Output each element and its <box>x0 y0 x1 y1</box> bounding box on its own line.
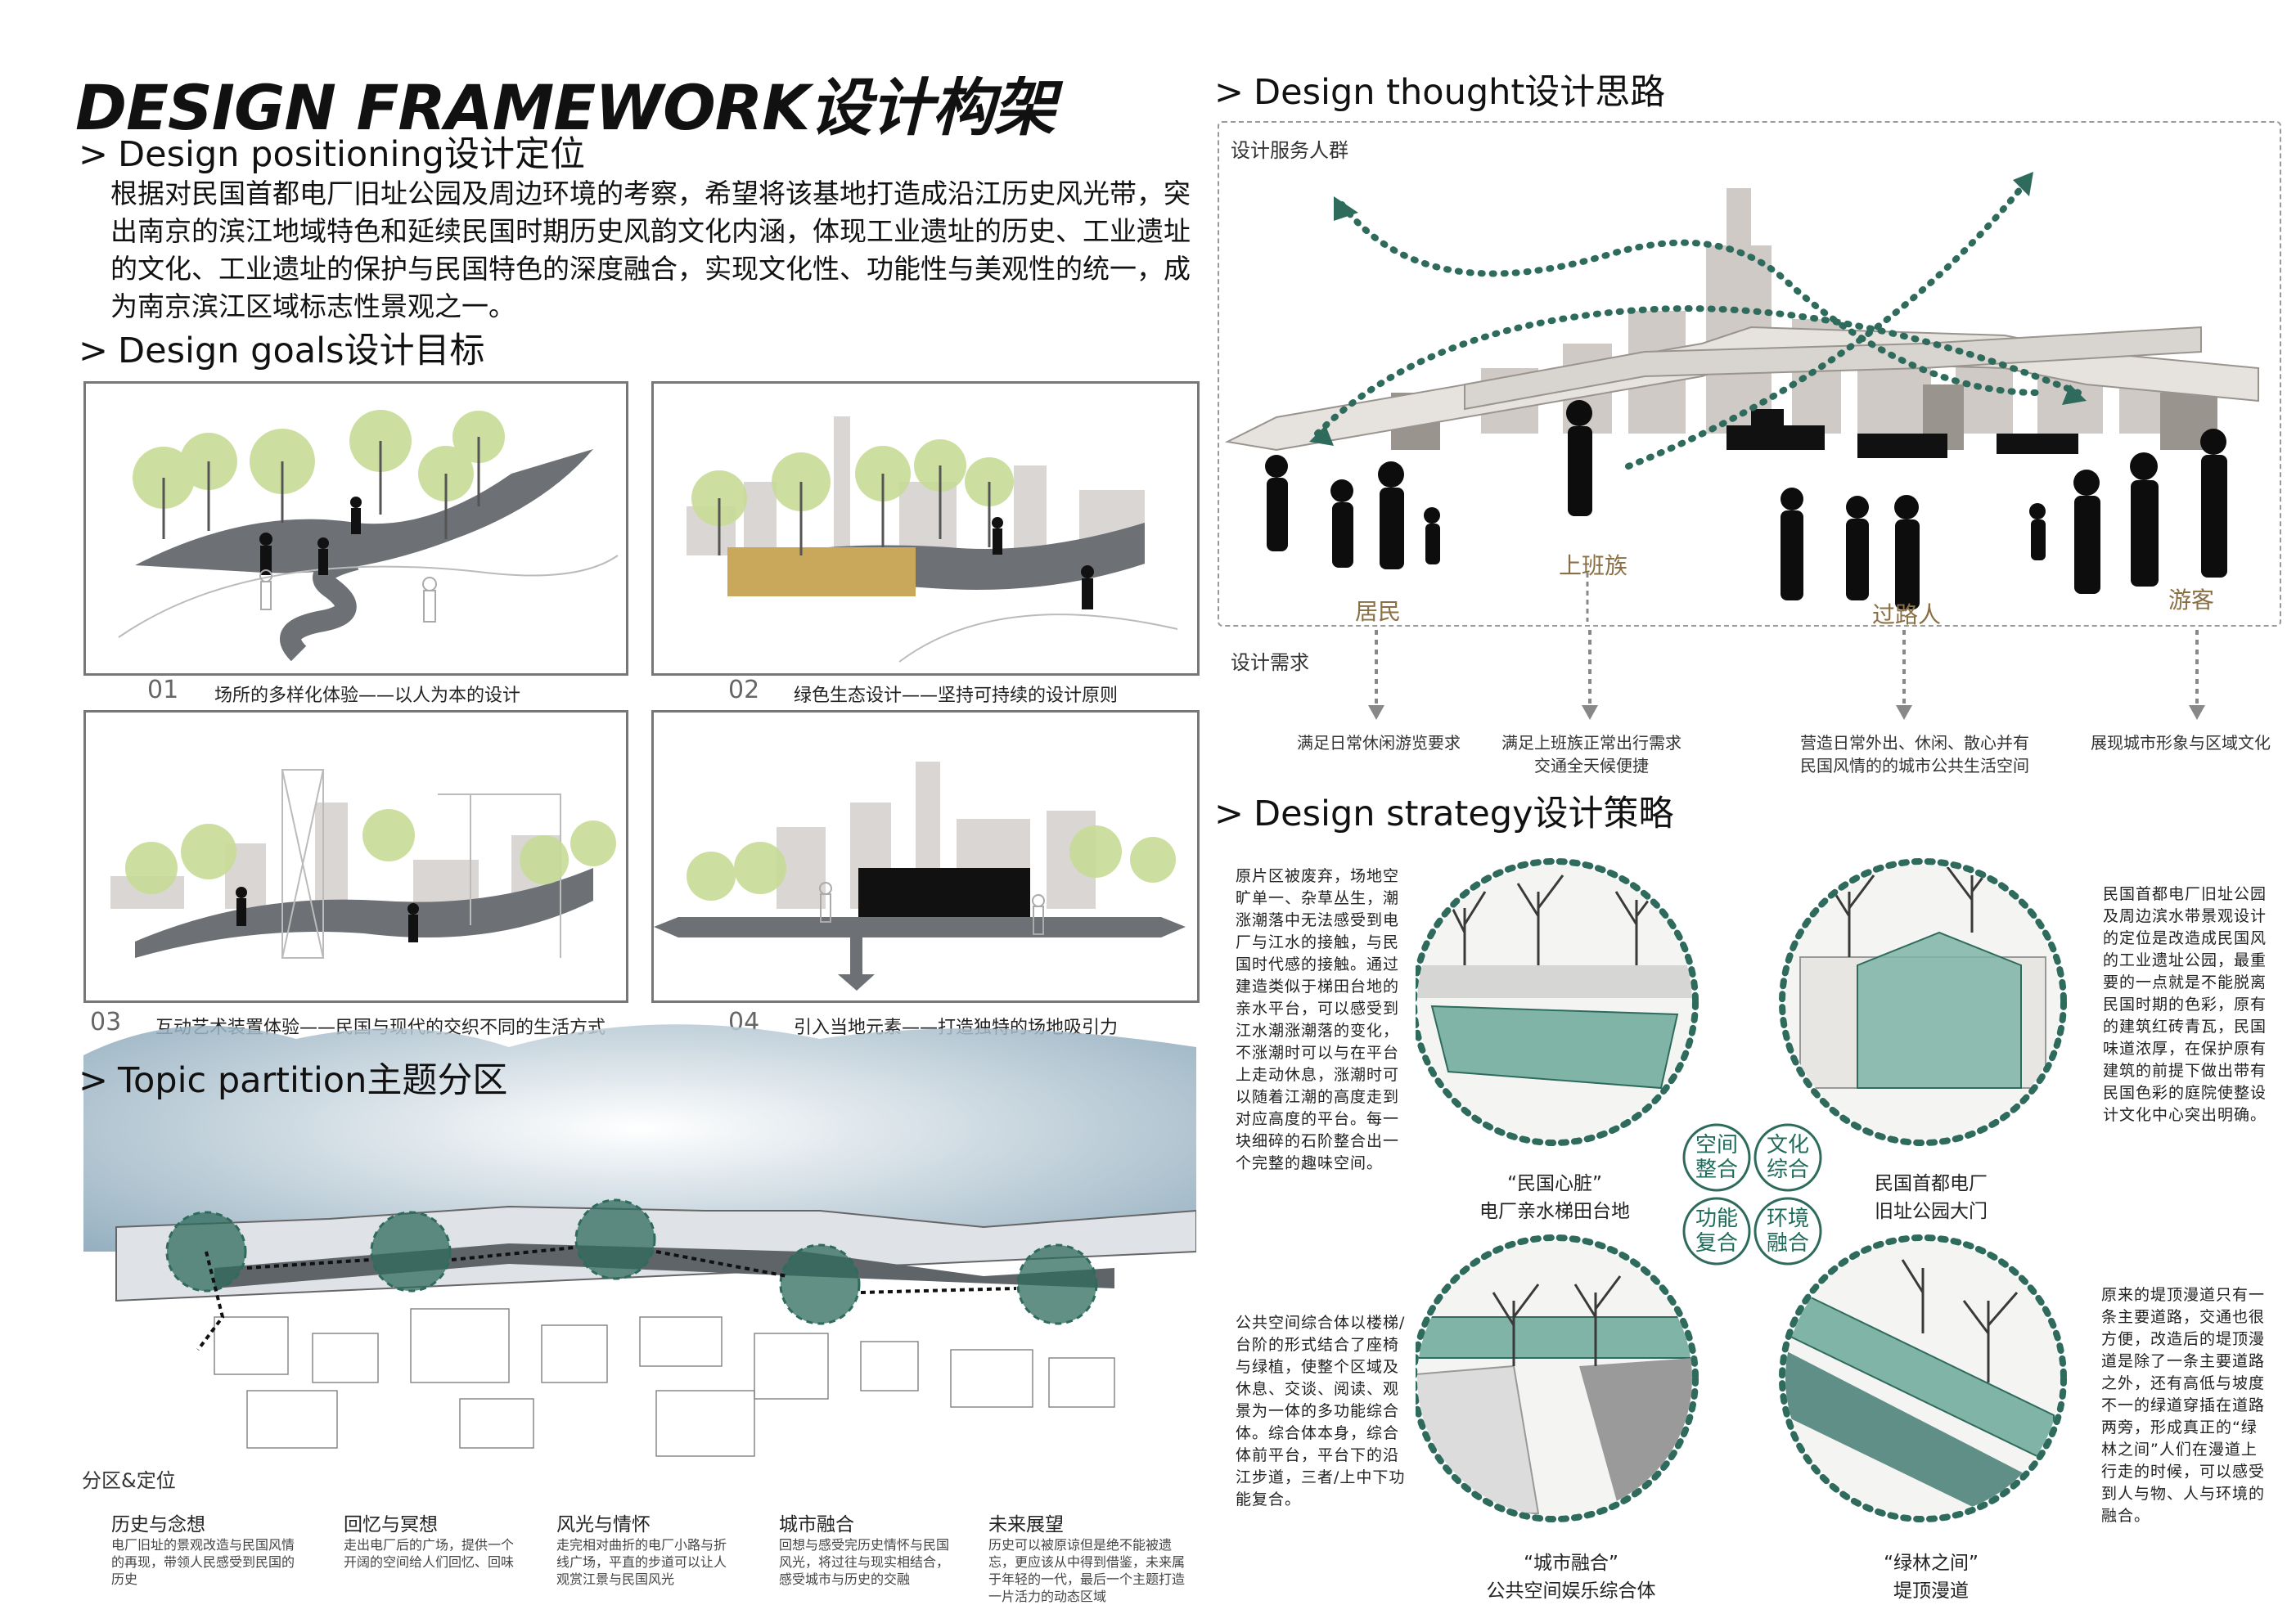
caption-public-complex: “城市融合” 公共空间娱乐综合体 <box>1486 1553 1656 1602</box>
zone-4: 城市融合 回想与感受完历史情怀与民国风光，将过往与现实相结合，感受城市与历史的交… <box>779 1508 959 1588</box>
zone-2: 回忆与冥想 走出电厂后的广场，提供一个开阔的空间给人们回忆、回味 <box>344 1508 524 1571</box>
zone-3-title: 风光与情怀 <box>556 1514 651 1535</box>
goal-4-illustration <box>654 762 1186 991</box>
tag-space-integration: 空间 整合 <box>1695 1133 1738 1182</box>
goal-1-illustration <box>118 410 619 662</box>
strategy-circles <box>1416 858 2067 1522</box>
goal-2-number: 02 <box>728 676 760 704</box>
need-2: 满足上班族正常出行需求 交通全天候便捷 <box>1501 733 1681 776</box>
zone-5-title: 未来展望 <box>988 1514 1064 1535</box>
tag-environment-fusion: 环境 融合 <box>1766 1207 1809 1256</box>
positioning-body: 根据对民国首都电厂旧址公园及周边环境的考察，希望将该基地打造成沿江历史风光带，突… <box>110 178 1191 322</box>
need-4: 展现城市形象与区域文化 <box>2091 733 2271 753</box>
chevron-right-icon: > <box>79 330 109 371</box>
page-title: DESIGN FRAMEWORK设计构架 <box>75 71 1056 144</box>
strategy-heading: >Design strategy设计策略 <box>1214 794 1674 834</box>
chevron-right-icon: > <box>1214 72 1245 113</box>
chevron-right-icon: > <box>79 134 109 175</box>
zone-1: 历史与念想 电厂旧址的景观改造与民国风情的再现，带领人民感受到民国的历史 <box>111 1508 299 1588</box>
topic-subheading: 分区&定位 <box>82 1469 176 1492</box>
strategy-text-top-left: 原片区被废弃，场地空旷单一、杂草丛生，潮涨潮落中无法感受到电厂与江水的接触，与民… <box>1236 867 1400 1172</box>
caption-embankment-walk: “绿林之间” 堤顶漫道 <box>1884 1553 1979 1602</box>
goal-2-caption: 绿色生态设计——坚持可持续的设计原则 <box>794 686 1119 706</box>
need-1: 满足日常休闲游览要求 <box>1297 733 1461 753</box>
goal-2-illustration <box>687 416 1178 663</box>
goal-1-caption: 场所的多样化体验——以人为本的设计 <box>214 686 521 706</box>
goal-1-number: 01 <box>147 676 179 704</box>
goals-heading: >Design goals设计目标 <box>79 330 485 371</box>
zone-2-title: 回忆与冥想 <box>344 1514 438 1535</box>
tag-function-composite: 功能 复合 <box>1695 1207 1738 1256</box>
role-passerby: 过路人 <box>1872 601 1942 628</box>
strategy-text-bottom-right: 原来的堤顶漫道只有一条主要道路，交通也很方便，改造后的堤顶漫道是除了一条主要道路… <box>2101 1286 2266 1525</box>
tag-culture-synthesis: 文化 综合 <box>1766 1133 1809 1182</box>
crowd-box <box>1218 121 2281 627</box>
role-resident: 居民 <box>1355 598 1402 625</box>
zone-1-text: 电厂旧址的景观改造与民国风情的再现，带领人民感受到民国的历史 <box>111 1537 295 1587</box>
zone-3-text: 走完相对曲折的电厂小路与折线广场，平直的步道可以让人观赏江景与民国风光 <box>556 1537 727 1587</box>
goal-panel-3 <box>83 710 628 1003</box>
goal-panel-4 <box>651 710 1200 1003</box>
positioning-heading: >Design positioning设计定位 <box>79 134 585 175</box>
chevron-right-icon: > <box>79 1060 109 1101</box>
zone-5-text: 历史可以被原谅但是绝不能被遗忘，更应该从中得到借鉴，未来属于年轻的一代，最后一个… <box>988 1537 1186 1604</box>
thought-illustration <box>1224 172 2259 622</box>
topic-heading: >Topic partition主题分区 <box>79 1060 508 1101</box>
goal-panel-1 <box>83 381 628 676</box>
goal-3-number: 03 <box>90 1008 122 1036</box>
needs-label: 设计需求 <box>1231 651 1309 674</box>
zone-4-title: 城市融合 <box>779 1514 854 1535</box>
strategy-text-top-right: 民国首都电厂旧址公园及周边滨水带景观设计的定位是改造成民国风的工业遗址公园，最重… <box>2103 885 2267 1124</box>
crowd-label: 设计服务人群 <box>1231 139 1348 162</box>
zone-4-text: 回想与感受完历史情怀与民国风光，将过往与现实相结合，感受城市与历史的交融 <box>779 1537 950 1587</box>
zone-1-title: 历史与念想 <box>111 1514 205 1535</box>
goal-panel-2 <box>651 381 1200 676</box>
caption-park-gate: 民国首都电厂 旧址公园大门 <box>1875 1173 1988 1222</box>
thought-heading: >Design thought设计思路 <box>1214 72 1666 113</box>
needs-arrows <box>1368 630 2205 720</box>
zone-2-text: 走出电厂后的广场，提供一个开阔的空间给人们回忆、回味 <box>344 1537 515 1570</box>
goal-3-illustration <box>110 769 616 959</box>
caption-waterfront-terrace: “民国心脏” 电厂亲水梯田台地 <box>1479 1173 1630 1222</box>
need-3: 营造日常外出、休闲、散心并有 民国风情的的城市公共生活空间 <box>1800 733 2029 776</box>
zone-3: 风光与情怀 走完相对曲折的电厂小路与折线广场，平直的步道可以让人观赏江景与民国风… <box>556 1508 736 1588</box>
zone-5: 未来展望 历史可以被原谅但是绝不能被遗忘，更应该从中得到借鉴，未来属于年轻的一代… <box>988 1508 1193 1605</box>
chevron-right-icon: > <box>1214 794 1245 834</box>
role-commuter: 上班族 <box>1559 552 1628 579</box>
role-tourist: 游客 <box>2168 587 2215 614</box>
strategy-text-bottom-left: 公共空间综合体以楼梯/台阶的形式结合了座椅与绿植，使整个区域及休息、交谈、阅读、… <box>1236 1314 1406 1508</box>
topic-map <box>83 1024 1196 1481</box>
